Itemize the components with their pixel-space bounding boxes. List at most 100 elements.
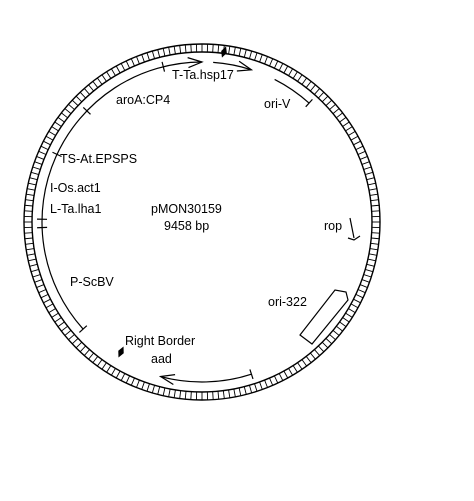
backbone-tick <box>185 391 186 399</box>
backbone-tick <box>368 183 376 185</box>
backbone-tick <box>270 378 273 385</box>
backbone-tick <box>28 183 36 185</box>
backbone-tick <box>191 44 192 52</box>
backbone-tick <box>343 318 350 322</box>
backbone-tick <box>336 326 342 331</box>
plasmid-size: 9458 bp <box>164 219 209 233</box>
backbone-tick <box>279 63 283 70</box>
backbone-tick <box>33 275 41 277</box>
backbone-tick <box>61 113 67 118</box>
plasmid-name: pMON30159 <box>151 202 222 216</box>
backbone-tick <box>43 141 50 145</box>
backbone-tick <box>131 59 134 66</box>
backbone-tick <box>24 233 32 234</box>
backbone-tick <box>169 389 170 397</box>
backbone-tick <box>333 330 339 335</box>
backbone-tick <box>24 211 32 212</box>
label-right-border: Right Border <box>125 334 195 348</box>
backbone-tick <box>353 299 360 303</box>
backbone-tick <box>371 243 379 244</box>
backbone-tick <box>142 382 145 390</box>
backbone-tick <box>302 360 307 366</box>
backbone-tick <box>270 59 273 66</box>
backbone-tick <box>351 136 358 140</box>
backbone-tick <box>310 353 315 359</box>
backbone-tick <box>84 350 89 356</box>
backbone-tick <box>111 69 115 76</box>
backbone-tick <box>65 109 71 114</box>
backbone-tick <box>89 353 94 359</box>
backbone-tick <box>348 309 355 313</box>
backbone-tick <box>58 322 64 327</box>
backbone-tick <box>218 45 219 53</box>
backbone-tick <box>65 330 71 335</box>
backbone-tick <box>97 78 102 84</box>
label-aroa-cp4: aroA:CP4 <box>116 93 170 107</box>
backbone-tick <box>306 81 311 87</box>
backbone-tick <box>364 167 372 169</box>
backbone-tick <box>371 238 379 239</box>
label-p-scbv: P-ScBV <box>70 275 114 289</box>
backbone-tick <box>68 334 74 339</box>
backbone-tick <box>213 44 214 52</box>
backbone-tick <box>93 356 98 362</box>
label-ori-322: ori-322 <box>268 295 307 309</box>
backbone-tick <box>55 318 62 322</box>
backbone-tick <box>116 66 120 73</box>
backbone-tick <box>158 50 160 58</box>
backbone-tick <box>180 391 181 399</box>
backbone-tick <box>25 238 33 239</box>
backbone-tick <box>356 146 363 149</box>
backbone-tick <box>239 388 241 396</box>
backbone-tick <box>41 146 48 149</box>
backbone-tick <box>244 50 246 58</box>
backbone-tick <box>131 378 134 385</box>
backbone-tick <box>49 309 56 313</box>
backbone-tick <box>284 371 288 378</box>
backbone-tick <box>330 334 336 339</box>
backbone-tick <box>314 88 319 94</box>
backbone-tick <box>365 172 373 174</box>
backbone-tick <box>306 356 311 362</box>
backbone-tick <box>360 156 367 159</box>
backbone-tick <box>333 109 339 114</box>
backbone-tick <box>370 194 378 195</box>
backbone-tick <box>35 280 43 283</box>
backbone-tick <box>102 363 106 370</box>
backbone-tick <box>174 390 175 398</box>
backbone-tick <box>353 141 360 145</box>
backbone-tick <box>26 194 34 195</box>
backbone-tick <box>239 48 241 56</box>
backbone-tick <box>39 151 46 154</box>
backbone-tick <box>229 46 230 54</box>
backbone-tick <box>314 350 319 356</box>
rop-arrow <box>348 218 360 240</box>
backbone-tick <box>27 189 35 190</box>
backbone-tick <box>356 294 363 297</box>
backbone-tick <box>30 178 38 180</box>
backbone-tick <box>152 385 154 393</box>
backbone-tick <box>229 390 230 398</box>
backbone-tick <box>346 127 353 131</box>
label-ts-at-epsps: TS-At.EPSPS <box>60 152 137 166</box>
backbone-tick <box>372 211 380 212</box>
backbone-tick <box>43 299 50 303</box>
backbone-tick <box>126 376 129 383</box>
backbone-tick <box>25 200 33 201</box>
backbone-tick <box>30 264 38 266</box>
backbone-tick <box>318 92 323 98</box>
backbone-tick <box>368 259 376 261</box>
backbone-tick <box>121 373 125 380</box>
backbone-tick <box>279 373 283 380</box>
backbone-tick <box>318 346 323 352</box>
backbone-tick <box>326 338 332 343</box>
backbone-tick <box>330 104 336 109</box>
backbone-tick <box>25 243 33 244</box>
backbone-tick <box>293 72 297 79</box>
backbone-tick <box>336 113 342 118</box>
backbone-tick <box>348 131 355 135</box>
backbone-tick <box>61 326 67 331</box>
backbone-tick <box>158 387 160 395</box>
